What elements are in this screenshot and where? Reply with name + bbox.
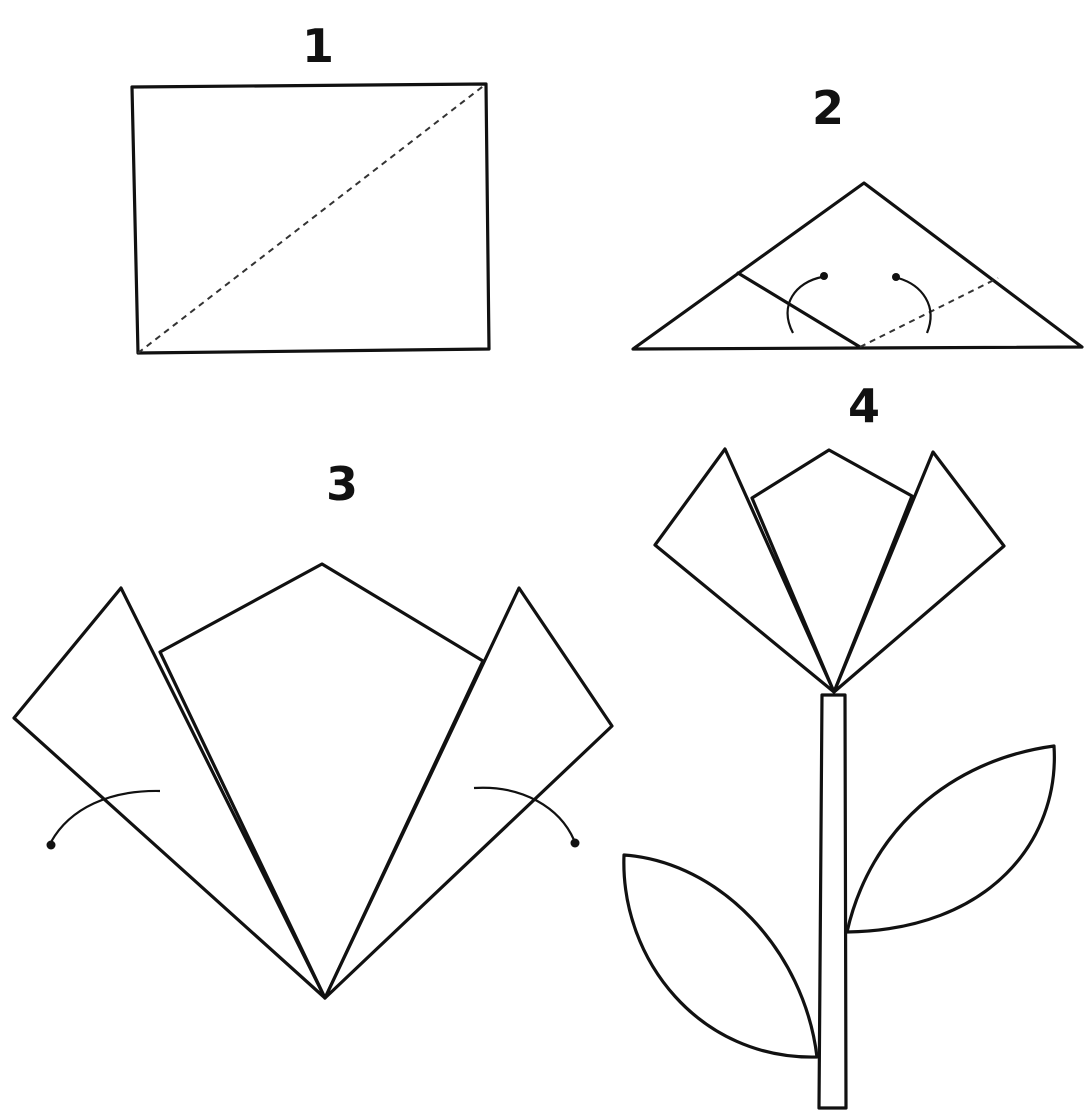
left-back-arrow-head-icon bbox=[47, 841, 56, 850]
left-leaf bbox=[624, 855, 817, 1057]
right-leaf bbox=[847, 746, 1054, 932]
left-arrow-head-icon bbox=[820, 272, 828, 280]
step-3-panel: 3 bbox=[14, 457, 612, 998]
right-arrow-head-icon bbox=[892, 273, 900, 281]
step-1-label: 1 bbox=[302, 19, 334, 73]
step-1-panel: 1 bbox=[132, 19, 489, 353]
step-2-label: 2 bbox=[812, 81, 844, 135]
step-4-label: 4 bbox=[848, 379, 880, 433]
folded-triangle bbox=[633, 183, 1082, 349]
step-4-panel: 4 bbox=[624, 379, 1054, 1108]
paper-rectangle bbox=[132, 84, 489, 353]
step-3-label: 3 bbox=[326, 457, 358, 511]
flower-stem bbox=[819, 695, 846, 1108]
right-back-arrow-head-icon bbox=[571, 839, 580, 848]
step-2-panel: 2 bbox=[633, 81, 1082, 349]
